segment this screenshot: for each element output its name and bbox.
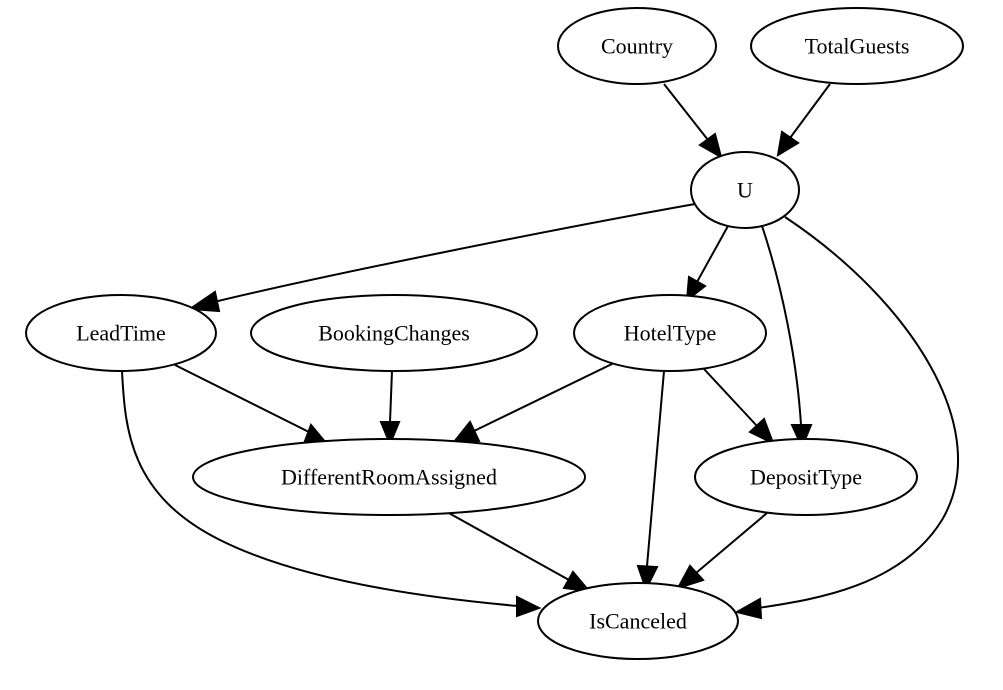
node-label: U <box>737 178 753 203</box>
node-hoteltype: HotelType <box>573 294 767 372</box>
edge-u-deposittype <box>761 225 813 450</box>
node-leadtime: LeadTime <box>25 294 217 372</box>
node-label: DifferentRoomAssigned <box>281 465 497 490</box>
node-label: BookingChanges <box>318 321 470 346</box>
edge-bookingchanges-differentroomassigned <box>379 370 401 447</box>
node-label: Country <box>601 34 673 59</box>
node-totalguests: TotalGuests <box>750 7 964 85</box>
node-country: Country <box>557 7 717 85</box>
node-label: IsCanceled <box>589 609 687 634</box>
node-differentroomassigned: DifferentRoomAssigned <box>192 438 586 516</box>
edge-hoteltype-iscanceled <box>636 370 665 592</box>
edge-u-hoteltype <box>685 225 729 303</box>
node-label: DepositType <box>750 465 862 490</box>
node-label: LeadTime <box>76 321 166 346</box>
node-label: TotalGuests <box>805 34 910 59</box>
node-u: U <box>690 151 800 229</box>
node-iscanceled: IsCanceled <box>537 582 739 660</box>
node-label: HotelType <box>624 321 717 346</box>
edge-leadtime-differentroomassigned <box>174 364 329 445</box>
edge-differentroomassigned-iscanceled <box>446 511 592 593</box>
edge-hoteltype-differentroomassigned <box>451 362 615 444</box>
edge-hoteltype-deposittype <box>703 368 775 445</box>
edge-deposittype-iscanceled <box>675 512 768 590</box>
edge-u-iscanceled <box>734 216 959 620</box>
edge-country-u <box>663 83 723 160</box>
edge-totalguests-u <box>776 83 831 157</box>
edge-u-leadtime <box>187 203 696 313</box>
node-deposittype: DepositType <box>694 438 918 516</box>
edge-leadtime-iscanceled <box>121 370 542 618</box>
node-bookingchanges: BookingChanges <box>250 294 538 372</box>
